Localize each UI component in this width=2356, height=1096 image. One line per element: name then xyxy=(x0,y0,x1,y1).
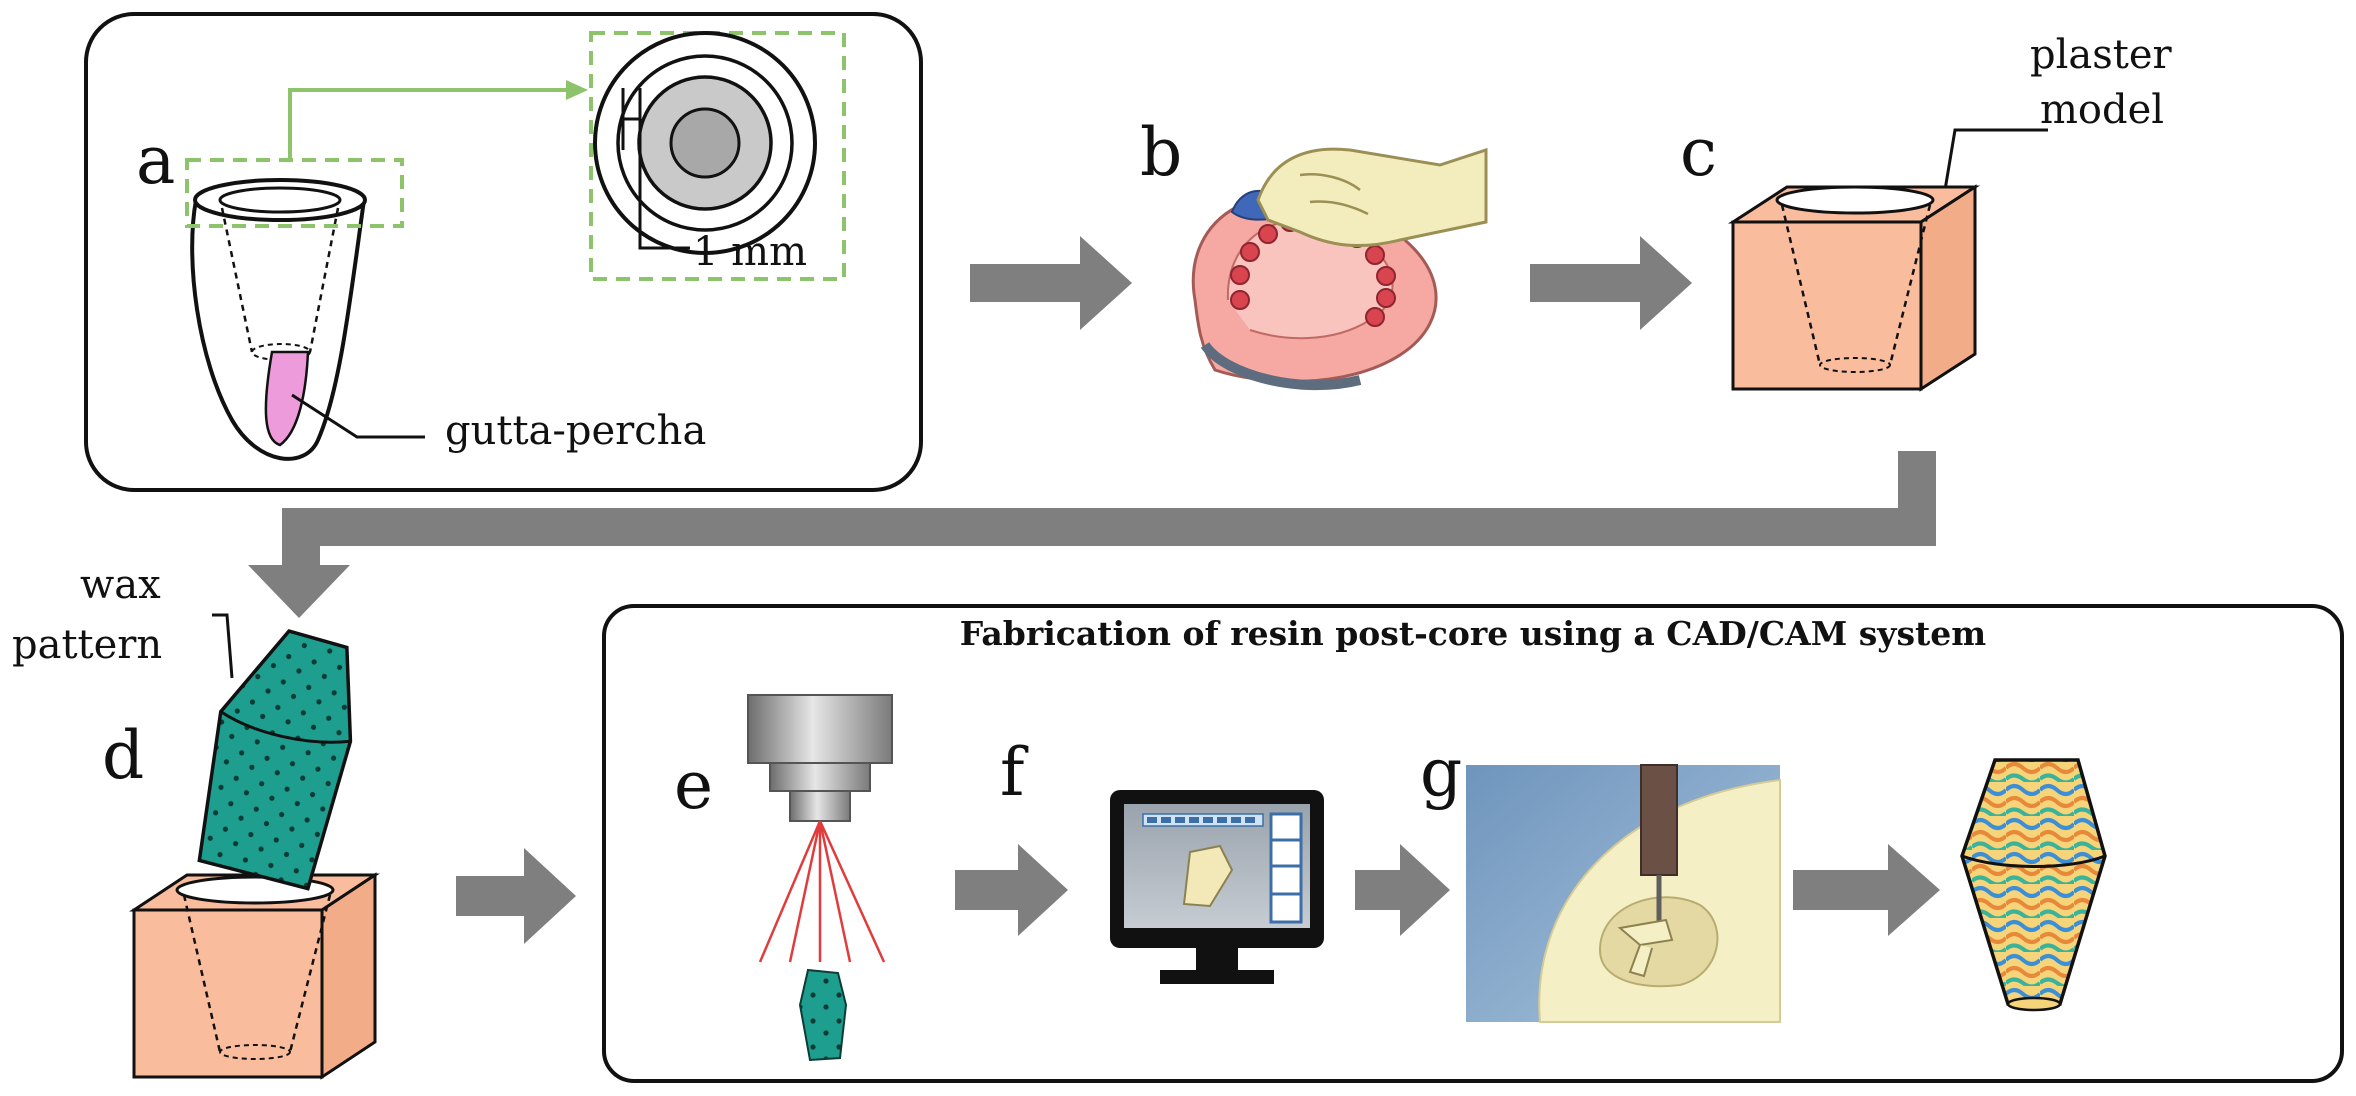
resin-post-core-illustration xyxy=(1960,758,2107,1012)
step-label-a: a xyxy=(136,122,175,199)
arrow-a-to-b xyxy=(970,236,1132,330)
zoom-source-box xyxy=(185,158,404,228)
wax-pattern-label-line1: wax xyxy=(80,562,161,608)
panel-a-frame xyxy=(84,12,923,492)
plaster-model-label-line2: model xyxy=(2040,87,2164,133)
step-label-f: f xyxy=(1000,734,1029,811)
step-label-g: g xyxy=(1420,734,1462,811)
arrow-e-to-f xyxy=(955,844,1068,936)
cross-section-illustration xyxy=(593,31,817,255)
tooth-illustration xyxy=(190,178,367,461)
zoom-arrow xyxy=(288,88,575,160)
gutta-percha-fill xyxy=(264,350,310,447)
cadcam-panel-frame xyxy=(602,604,2344,1083)
step-label-c: c xyxy=(1680,114,1717,191)
plaster-model-label-line1: plaster xyxy=(2030,32,2173,78)
computer-monitor-illustration xyxy=(1110,790,1324,984)
arrow-f-to-g xyxy=(1355,844,1450,936)
plaster-model-block xyxy=(1727,184,1981,392)
arrow-b-to-c xyxy=(1530,236,1692,330)
scanner-illustration xyxy=(747,694,893,1062)
step-label-e: e xyxy=(674,747,713,824)
arrow-c-to-d xyxy=(248,451,1936,618)
step-label-d: d xyxy=(102,717,144,794)
wax-pattern-illustration xyxy=(197,629,353,891)
milling-illustration xyxy=(1466,764,1781,1023)
cadcam-panel-title: Fabrication of resin post-core using a C… xyxy=(960,614,1987,653)
gutta-percha-leader xyxy=(291,393,425,439)
gutta-percha-label: gutta-percha xyxy=(445,408,706,454)
plaster-model-with-wax xyxy=(129,872,380,1080)
plaster-model-leader xyxy=(1943,128,2048,191)
wax-pattern-label-line2: pattern xyxy=(12,622,162,668)
thickness-label: 1 mm xyxy=(693,229,807,275)
arrow-g-to-final xyxy=(1793,844,1940,936)
step-label-b: b xyxy=(1140,114,1182,191)
wax-pattern-leader xyxy=(212,613,234,679)
arrow-d-to-e xyxy=(456,848,576,944)
impression-illustration xyxy=(1191,147,1488,391)
